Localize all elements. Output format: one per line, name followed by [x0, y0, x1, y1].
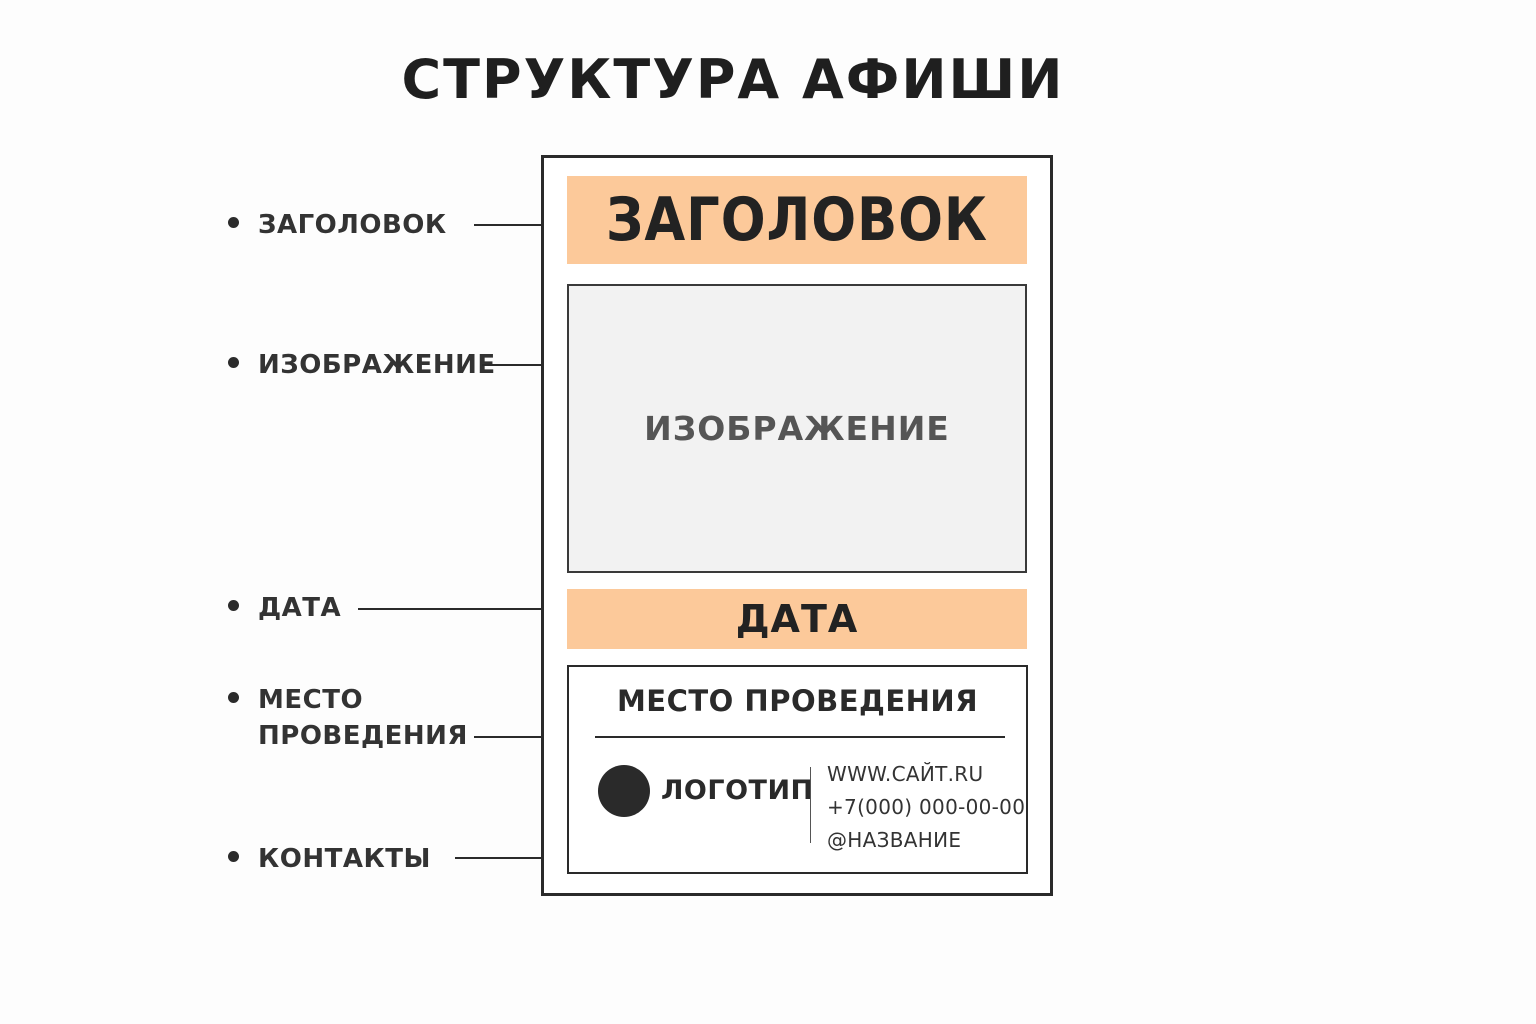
contact-website: WWW.САЙТ.RU [827, 762, 984, 786]
logo-label: ЛОГОТИП [661, 775, 814, 806]
callout-label-date: ДАТА [258, 593, 342, 623]
connector-date [358, 604, 577, 614]
poster-image-label: ИЗОБРАЖЕНИЕ [644, 409, 950, 448]
callout-label-contacts: КОНТАКТЫ [258, 844, 431, 874]
page-title: СТРУКТУРА АФИШИ [401, 48, 1065, 111]
venue-divider [595, 736, 1005, 738]
poster-venue-contacts-box: МЕСТО ПРОВЕДЕНИЯ ЛОГОТИП WWW.САЙТ.RU +7(… [567, 665, 1028, 874]
callout-headline: ЗАГОЛОВОК [228, 207, 447, 243]
bullet-icon [228, 357, 239, 368]
poster-date-block: ДАТА [567, 589, 1027, 649]
poster-date-text: ДАТА [735, 597, 859, 641]
bullet-icon [228, 217, 239, 228]
contact-social: @НАЗВАНИЕ [827, 828, 962, 852]
bullet-icon [228, 851, 239, 862]
callout-contacts: КОНТАКТЫ [228, 841, 431, 877]
poster-headline-block: ЗАГОЛОВОК [567, 176, 1027, 264]
poster-headline-text: ЗАГОЛОВОК [606, 185, 988, 255]
callout-venue: МЕСТО ПРОВЕДЕНИЯ [228, 682, 468, 754]
bullet-icon [228, 692, 239, 703]
poster-venue-title: МЕСТО ПРОВЕДЕНИЯ [616, 684, 979, 718]
callout-image: ИЗОБРАЖЕНИЕ [228, 347, 496, 383]
callout-label-headline: ЗАГОЛОВОК [258, 210, 447, 240]
callout-date: ДАТА [228, 590, 341, 626]
callout-label-image: ИЗОБРАЖЕНИЕ [258, 350, 496, 380]
bullet-icon [228, 600, 239, 611]
poster-image-placeholder: ИЗОБРАЖЕНИЕ [567, 284, 1027, 573]
callout-label-venue: МЕСТО ПРОВЕДЕНИЯ [258, 685, 468, 751]
contact-phone: +7(000) 000-00-00 [827, 795, 1026, 819]
contacts-divider [810, 767, 811, 843]
logo-circle-icon [598, 765, 650, 817]
